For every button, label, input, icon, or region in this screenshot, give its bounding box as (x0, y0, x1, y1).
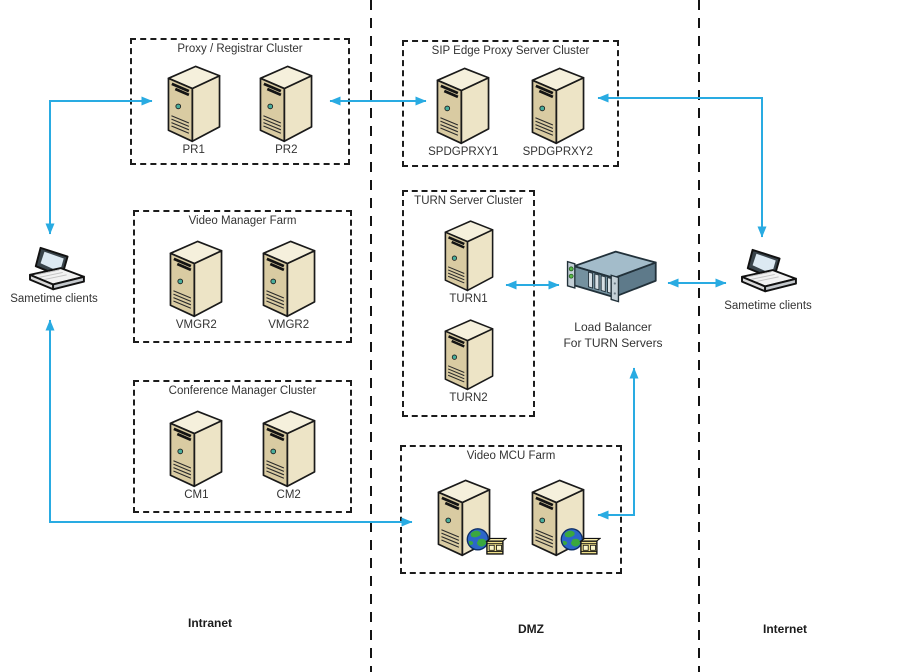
cluster-title: TURN Server Cluster (414, 195, 523, 207)
tower-server-icon (165, 238, 227, 318)
cluster-video-mcu: Video MCU Farm (400, 445, 622, 574)
cluster-title: Video Manager Farm (188, 215, 297, 227)
server-cm2: CM2 (258, 408, 320, 501)
zone-label-internet: Internet (762, 622, 807, 636)
tower-server-icon (258, 238, 320, 318)
load-balancer-label-line2: For TURN Servers (563, 335, 663, 350)
cluster-conference-manager: Conference Manager Cluster CM1 CM2 (133, 380, 352, 513)
client-right-label: Sametime clients (724, 300, 812, 312)
tower-server-icon (165, 408, 227, 488)
server-label: PR1 (182, 143, 205, 156)
server-turn2: TURN2 (440, 317, 498, 404)
server-spdgprxy2: SPDGPRXY2 (523, 65, 593, 158)
cluster-title: Video MCU Farm (466, 450, 556, 462)
server-label: CM1 (184, 488, 209, 501)
client-left-label: Sametime clients (10, 293, 98, 305)
tower-server-icon (255, 63, 317, 143)
server-spdgprxy1: SPDGPRXY1 (428, 65, 498, 158)
server-label: VMGR2 (175, 318, 217, 331)
cluster-title: Proxy / Registrar Cluster (177, 43, 303, 55)
server-label: SPDGPRXY1 (428, 145, 499, 158)
tower-server-icon (432, 65, 494, 145)
laptop-icon (736, 247, 800, 299)
server-label: TURN2 (449, 391, 488, 404)
server-label: CM2 (276, 488, 301, 501)
cluster-title: Conference Manager Cluster (168, 385, 317, 397)
server-vmgr2-b: VMGR2 (258, 238, 320, 331)
cluster-title: SIP Edge Proxy Server Cluster (431, 45, 590, 57)
cluster-sip-edge: SIP Edge Proxy Server Cluster SPDGPRXY1 … (402, 40, 619, 167)
tower-server-icon (163, 63, 225, 143)
server-label: PR2 (275, 143, 298, 156)
zone-label-dmz: DMZ (518, 622, 544, 636)
cluster-video-manager: Video Manager Farm VMGR2 VMGR2 (133, 210, 352, 343)
server-mcu-a (433, 477, 495, 557)
server-turn1: TURN1 (440, 218, 498, 305)
tower-server-icon (258, 408, 320, 488)
tower-server-icon (440, 218, 498, 292)
server-label: TURN1 (449, 293, 488, 306)
load-balancer-label-line1: Load Balancer (574, 320, 652, 334)
server-mcu-b (527, 477, 589, 557)
server-label: SPDGPRXY2 (522, 145, 593, 158)
zone-label-intranet: Intranet (187, 616, 232, 630)
server-vmgr2-a: VMGR2 (165, 238, 227, 331)
intranet-dmz-boundary (370, 0, 372, 672)
cluster-proxy-registrar: Proxy / Registrar Cluster PR1 PR2 (130, 38, 350, 165)
laptop-icon (24, 245, 88, 297)
server-pr2: PR2 (255, 63, 317, 156)
tower-server-icon (527, 65, 589, 145)
dmz-internet-boundary (698, 0, 700, 672)
server-pr1: PR1 (163, 63, 225, 156)
load-balancer-icon (563, 247, 663, 309)
server-label: VMGR2 (268, 318, 310, 331)
tower-server-icon (440, 317, 498, 391)
connector-sipedge-client-right (597, 93, 767, 238)
globe-film-icon (559, 527, 601, 559)
globe-film-icon (465, 527, 507, 559)
cluster-turn: TURN Server Cluster TURN1 TURN2 (402, 190, 535, 417)
load-balancer-label: Load Balancer For TURN Servers (537, 320, 689, 351)
server-cm1: CM1 (165, 408, 227, 501)
